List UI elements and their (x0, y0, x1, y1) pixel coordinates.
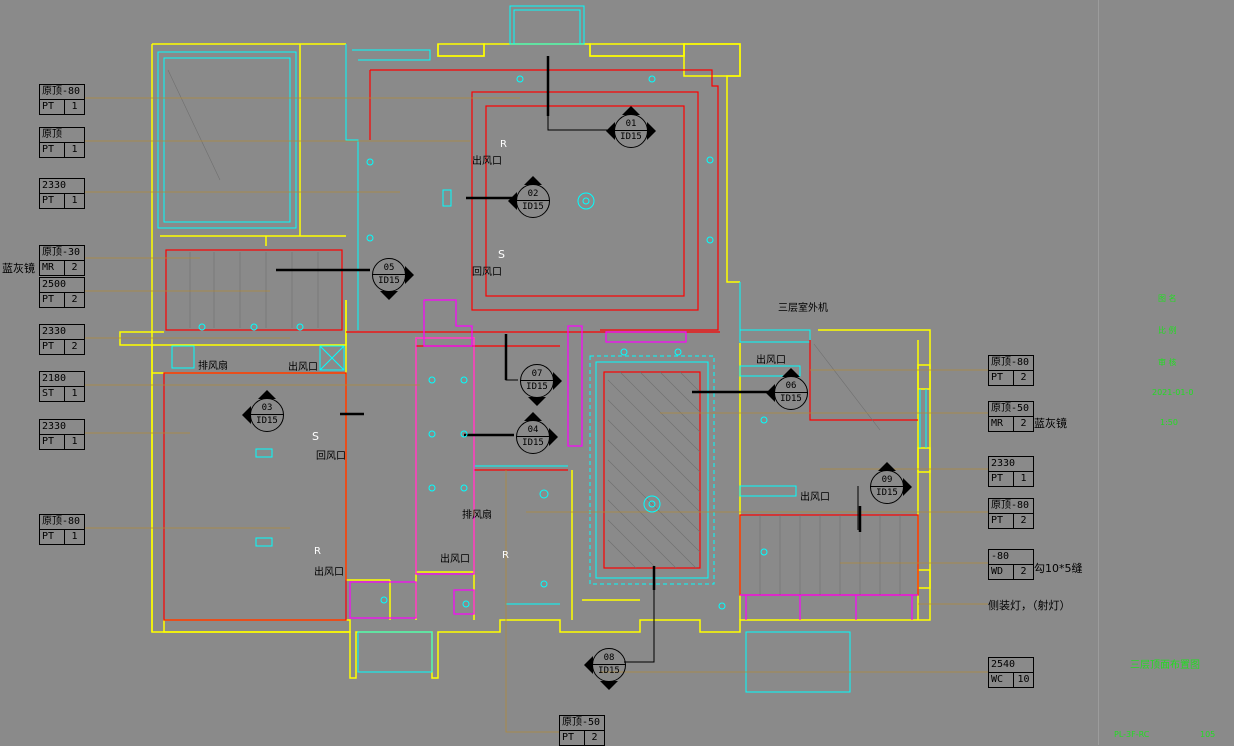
vent-r-marker: R (500, 139, 507, 150)
blue-grey-mirror-label: 蓝灰镜 (2, 262, 35, 275)
supply-vent-label: 出风口 (800, 492, 830, 503)
title-block-field: 图 名 (1158, 294, 1177, 303)
vent-r-marker: R (314, 546, 321, 557)
downlights (171, 75, 768, 610)
title-block-field: 比 例 (1158, 326, 1177, 335)
groove-note: 勾10*5缝 (1034, 562, 1083, 575)
leader-lines (84, 97, 988, 733)
drawing-title: 三层顶面布置图 (1130, 660, 1200, 671)
supply-vent-label: 出风口 (314, 567, 344, 578)
blue-grey-mirror-label: 蓝灰镜 (1034, 417, 1067, 430)
outdoor-unit-label: 三层室外机 (778, 303, 828, 314)
magenta-linework (349, 299, 918, 620)
return-vent-label: 回风口 (316, 451, 346, 462)
supply-vent-label: 出风口 (472, 156, 502, 167)
supply-vent-label: 出风口 (288, 362, 318, 373)
cyan-linework (157, 5, 927, 693)
vent-s-marker: S (498, 248, 505, 261)
walls (119, 43, 931, 679)
vent-r-marker: R (502, 550, 509, 561)
side-light-note: 侧装灯，（射灯） (988, 599, 1071, 612)
title-block-field: 2021-01-0 (1152, 388, 1194, 397)
supply-vent-label: 出风口 (440, 554, 470, 565)
section-lines (276, 56, 862, 663)
ceiling-lines (163, 69, 919, 621)
title-block-field: 审 核 (1158, 358, 1177, 367)
supply-vent-label: 出风口 (756, 355, 786, 366)
sheet-number: 105 (1200, 730, 1216, 739)
drawing-number: PL-3F-RC (1114, 730, 1150, 739)
return-vent-label: 回风口 (472, 267, 502, 278)
title-block-border (1098, 0, 1099, 745)
exhaust-fan-label: 排风扇 (462, 510, 492, 521)
title-block-field: 1:50 (1160, 418, 1178, 427)
exhaust-fan-label: 排风扇 (198, 361, 228, 372)
vent-s-marker: S (312, 430, 319, 443)
